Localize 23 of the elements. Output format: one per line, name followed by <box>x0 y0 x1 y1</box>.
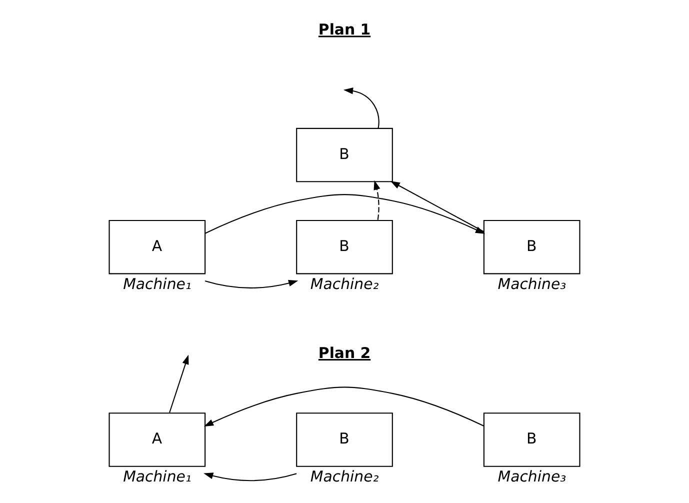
label: Plan 1 <box>318 20 371 39</box>
arrow <box>204 386 484 427</box>
node-box: B <box>296 220 393 274</box>
arrow <box>390 180 484 232</box>
node-label: Machine₁ <box>123 467 192 486</box>
label: Plan 2 <box>318 344 371 362</box>
node-box: B <box>296 128 393 182</box>
arrow <box>205 194 486 234</box>
arrow <box>204 472 297 482</box>
arrow <box>204 280 298 288</box>
node-box: B <box>483 412 580 467</box>
node-label: Machine₂ <box>310 274 379 293</box>
node-box: B <box>296 412 393 467</box>
node-label: Machine₂ <box>310 467 379 486</box>
arrow <box>374 180 380 220</box>
node-label: Machine₃ <box>498 467 566 486</box>
arrow <box>169 354 189 413</box>
node-label: Machine₃ <box>498 274 566 293</box>
node-label: Machine₁ <box>123 274 192 293</box>
node-box: B <box>483 220 580 274</box>
arrow <box>343 88 380 128</box>
node-box: A <box>108 412 206 467</box>
node-box: A <box>108 220 206 274</box>
